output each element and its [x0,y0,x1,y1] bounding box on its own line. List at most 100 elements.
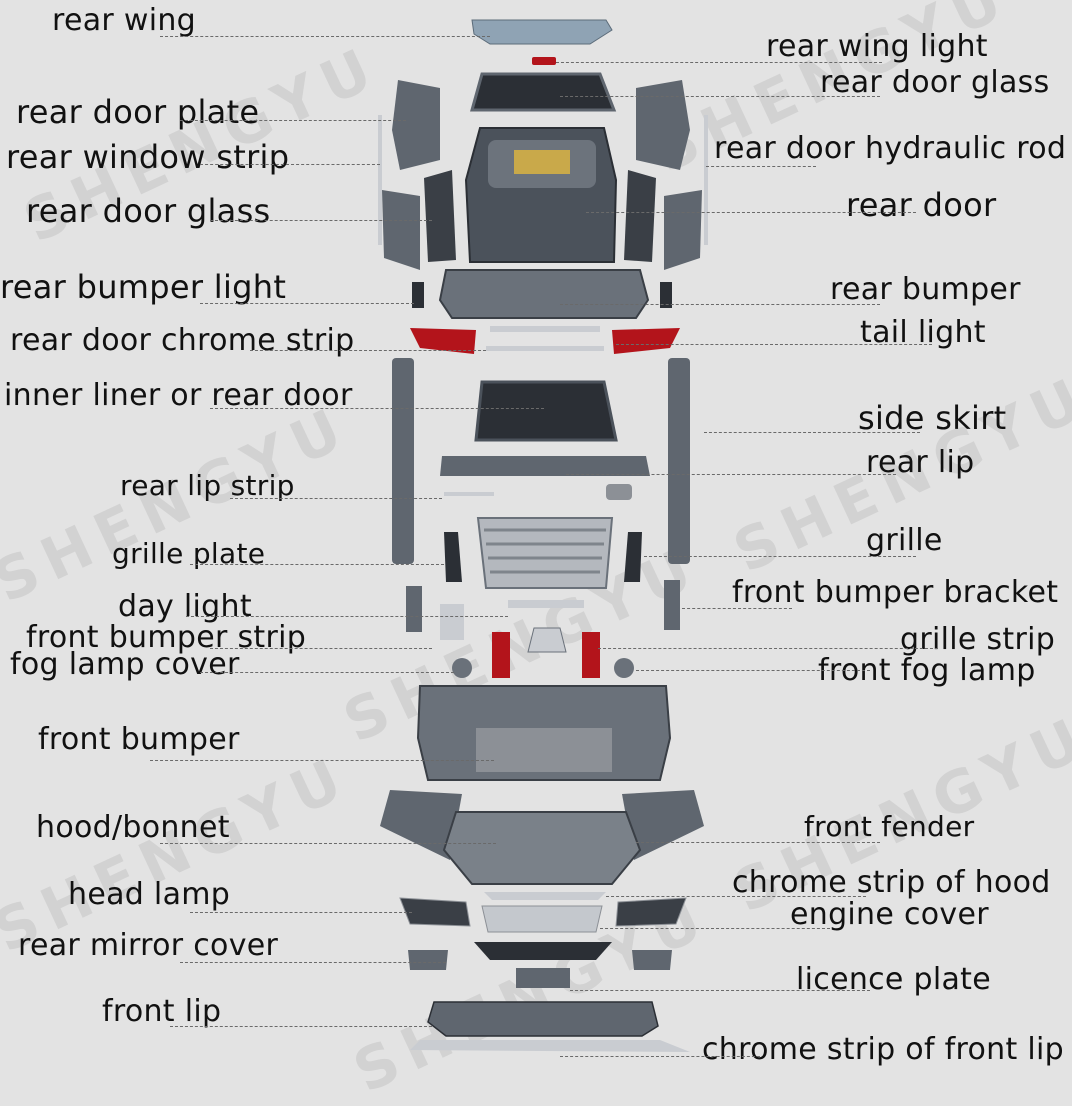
rear-lip-part [440,456,650,476]
day-light-part [508,600,584,608]
label-rear-door-plate: rear door plate [16,93,260,131]
label-rear-wing-light: rear wing light [766,29,988,64]
label-head-lamp: head lamp [68,877,231,912]
grille-bars [484,528,606,574]
chrome-strip-part-2 [486,346,604,351]
label-rear-door-glass-left: rear door glass [26,192,271,230]
label-rear-window-strip: rear window strip [6,138,290,176]
head-lamp-right [615,897,687,927]
chrome-strip-part [490,326,600,332]
side-skirt-left [392,358,414,564]
leader-line [644,556,916,557]
leader-line [682,608,792,609]
front-bumper-bracket-right [664,580,680,630]
leader-line [210,220,432,221]
front-lip-part [427,1001,659,1037]
rear-bumper-light-left [412,282,424,308]
leader-line [180,120,406,121]
hood-part [442,811,642,885]
front-fender-left [380,790,462,860]
label-front-bumper-strip: front bumper strip [26,620,307,655]
label-side-skirt: side skirt [858,399,1007,437]
leader-line [230,498,442,499]
label-rear-bumper: rear bumper [830,272,1021,307]
label-hood-bonnet: hood/bonnet [36,810,230,845]
label-chrome-strip-of-front-lip: chrome strip of front lip [702,1032,1064,1067]
parts-illustration [378,19,708,1052]
rear-lip-strip-part [444,492,494,496]
label-rear-bumper-light: rear bumper light [0,268,287,306]
rear-door-glass-part [470,72,617,112]
chrome-strip-of-front-lip-part [410,1040,690,1052]
leader-line [170,1026,432,1027]
grille-strip-right [582,632,600,678]
leader-line [636,670,870,671]
grille-strip-left [492,632,510,678]
front-bumper-bracket-left [406,586,422,632]
rear-door-plate-right [636,80,690,170]
leader-line [190,564,444,565]
leader-line [200,672,454,673]
leader-line [186,616,508,617]
licence-plate-part [516,968,570,988]
leader-line [210,408,544,409]
leader-line [598,648,938,649]
leader-line [180,962,446,963]
leader-line [706,166,816,167]
label-front-bumper: front bumper [38,722,240,757]
leader-line [606,896,866,897]
leader-line [570,990,870,991]
leader-line [200,164,380,165]
grille-plate-right [624,532,642,582]
leader-line [560,1056,760,1057]
leader-line [200,303,414,304]
label-rear-door: rear door [846,186,997,224]
rear-window-strip-right [704,115,708,245]
tail-light-left [410,328,476,354]
label-fog-lamp-cover: fog lamp cover [10,647,240,682]
label-front-fog-lamp: front fog lamp [818,653,1036,688]
leader-line [190,912,412,913]
side-skirt-right [668,358,690,564]
leader-line [160,843,496,844]
label-front-fender: front fender [804,810,975,843]
leader-line [560,96,880,97]
label-front-bumper-bracket: front bumper bracket [732,575,1059,610]
front-bumper-strip-part [440,604,464,640]
label-rear-lip: rear lip [866,445,975,480]
leader-line [600,928,830,929]
inner-liner-part [474,380,618,442]
leader-line [636,842,880,843]
leader-line [210,648,432,649]
rear-door-emblem [514,150,570,174]
engine-cover-lower [474,942,612,960]
leader-line [556,62,882,63]
rear-wing-light-part [532,57,556,65]
engine-cover-part [481,905,603,933]
label-chrome-strip-of-hood: chrome strip of hood [732,865,1051,900]
leader-line [150,760,494,761]
label-rear-lip-strip: rear lip strip [120,469,295,502]
leader-line [566,474,896,475]
fog-lamp-right [614,658,634,678]
label-grille-strip: grille strip [900,622,1056,657]
grille-emblem [527,627,567,653]
head-lamp-left [399,897,471,927]
side-trim-left [382,190,420,270]
leader-line [704,432,920,433]
rear-wing-part [471,19,613,45]
label-tail-light: tail light [860,315,986,350]
label-rear-mirror-cover: rear mirror cover [18,928,279,963]
side-trim-right [664,190,702,270]
tail-light-right [612,328,680,354]
rear-bumper-part [438,269,650,319]
label-rear-door-chrome-strip: rear door chrome strip [10,323,355,358]
rear-mirror-cover-left [408,950,448,970]
rear-door-plate-left [392,80,440,170]
label-inner-liner: inner liner or rear door [4,378,353,413]
label-rear-door-glass-top: rear door glass [820,65,1050,100]
label-licence-plate: licence plate [796,962,992,997]
front-bumper-grille-area [476,728,612,772]
exhaust-tips [606,484,632,500]
